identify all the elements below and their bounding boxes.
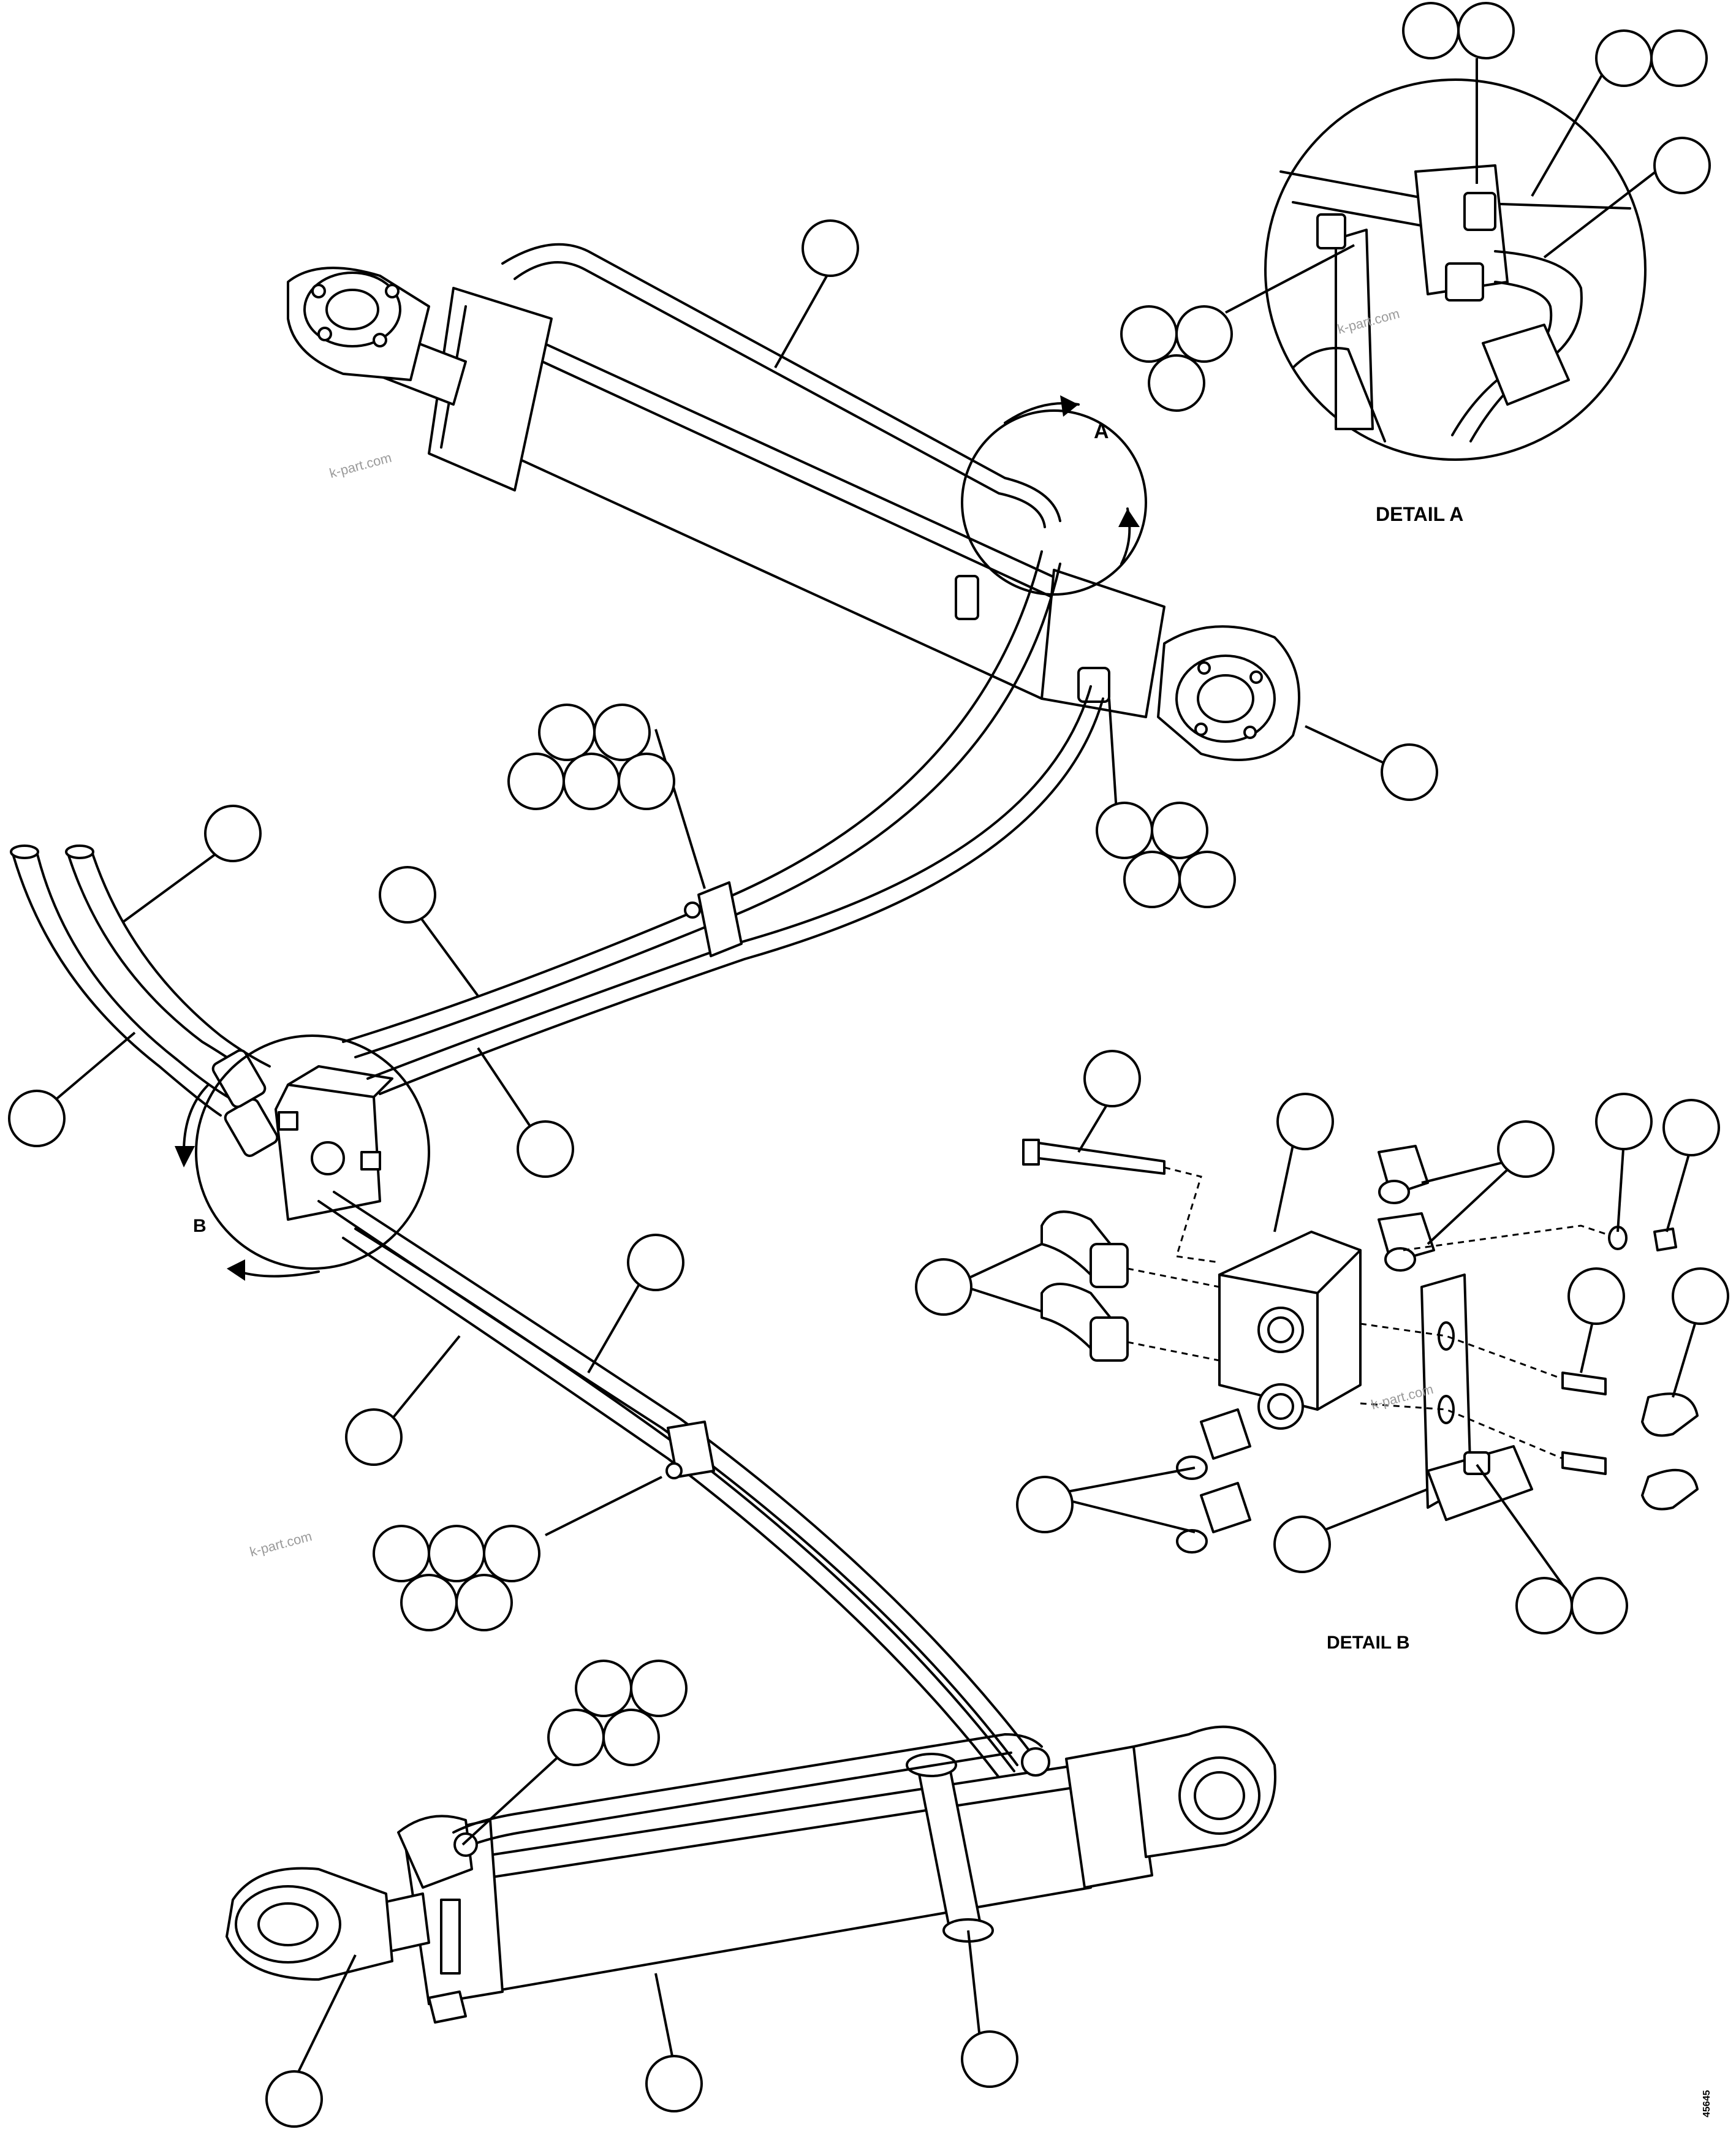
supply-hoses [10,844,279,1157]
callout-hose-lower-b [345,1408,403,1466]
callout-lower-clamp-bolt [961,2030,1018,2088]
figure-number: 45645 [1702,2090,1712,2117]
callout-detail-b-lower-adapters [1016,1476,1074,1533]
callout-detail-a-top-left-1 [1402,2,1460,59]
callout-detail-a-bolt-2 [1175,305,1233,363]
callout-detail-b-bracket [1273,1516,1331,1573]
callout-lower-cylinder [645,2055,703,2112]
callout-lower-fitting-4 [602,1709,660,1766]
callout-upper-clamp-5 [618,753,675,810]
callout-detail-b-elbows [915,1258,972,1316]
upper-base-eye [1157,625,1300,761]
callout-lower-clamp-3 [483,1525,540,1582]
callout-supply-hose-right [204,805,262,862]
detail-a-locator: A [961,395,1147,596]
callout-lower-fitting-3 [547,1709,605,1766]
callout-hose-mid-b [517,1120,574,1178]
watermark-1: k-part.com [328,450,393,481]
callout-lower-clamp-2 [428,1525,485,1582]
callout-detail-a-top-left-2 [1457,2,1515,59]
callout-detail-b-bracket-bolt-2 [1571,1577,1628,1634]
callout-supply-hose-left [8,1090,66,1147]
upper-cylinder [287,243,1300,761]
lower-base-eye [1132,1725,1276,1858]
callout-detail-b-nut [1662,1099,1720,1156]
view-b-label: B [193,1216,207,1236]
lower-cylinder [226,1725,1276,2024]
callout-detail-a-hose [1653,137,1711,194]
hose-bundle-lower [317,1191,1037,1778]
callout-hose-lower-a [627,1234,684,1291]
callout-detail-b-bracket-bolt-1 [1515,1577,1573,1634]
upper-rod-eye [287,267,430,381]
detail-b-title: DETAIL B [1327,1633,1410,1653]
callout-detail-a-bolt-1 [1120,305,1178,363]
lower-rod-eye [226,1867,393,1981]
callout-detail-b-block [1276,1093,1334,1150]
callout-lower-fitting-2 [630,1660,688,1717]
view-a-label: A [1094,420,1109,443]
callout-upper-clamp-1 [538,704,596,761]
callout-upper-clamp-2 [593,704,651,761]
callout-lower-clamp-5 [455,1574,513,1631]
callout-lower-fitting-1 [575,1660,632,1717]
detail-b: DETAIL B [1022,1139,1699,1653]
callout-upper-clamp-3 [507,753,565,810]
callout-detail-a-top-right-1 [1595,29,1653,87]
callout-upper-clamp-4 [563,753,620,810]
manifold-block [275,1065,393,1221]
callout-upper-fitting-3 [1123,851,1181,908]
callout-upper-fitting-1 [1096,802,1153,859]
callout-hose-mid-a [379,866,436,924]
callout-layer [8,2,1729,2128]
callout-upper-fitting-2 [1151,802,1208,859]
watermark-3: k-part.com [248,1528,314,1560]
callout-detail-a-top-right-2 [1650,29,1708,87]
callout-detail-b-top-adapters [1497,1120,1555,1178]
callout-lower-clamp-4 [400,1574,458,1631]
callout-rod-hose-upper [802,219,859,277]
callout-detail-b-nipple [1567,1267,1625,1325]
callout-lower-clamp-1 [373,1525,430,1582]
detail-a: DETAIL A [1264,78,1647,525]
callout-lower-grease [265,2070,323,2128]
callout-detail-b-washer [1595,1093,1653,1150]
hose-bundle-upper [342,550,1104,1095]
callout-detail-b-cap [1672,1267,1729,1325]
detail-a-title: DETAIL A [1376,503,1463,525]
callout-upper-fitting-4 [1178,851,1236,908]
callout-detail-a-bolt-3 [1148,354,1205,412]
callout-upper-grease [1381,743,1438,801]
detail-b-locator: B [175,1034,430,1281]
callout-detail-b-bolt [1083,1050,1141,1107]
